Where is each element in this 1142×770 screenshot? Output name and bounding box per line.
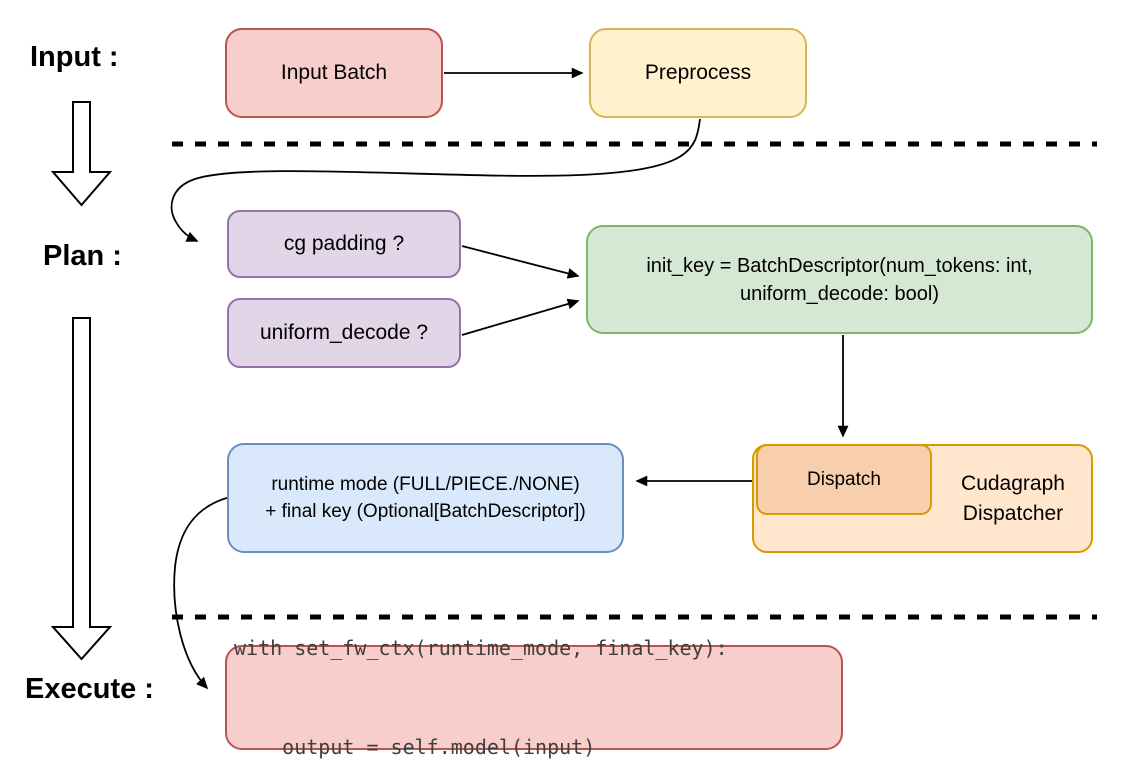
node-init-key: init_key = BatchDescriptor(num_tokens: i…: [586, 225, 1093, 334]
stage-label-execute: Execute :: [25, 673, 154, 705]
arrow-uniformdecode-to-initkey: [461, 298, 580, 336]
node-uniform-decode-label: uniform_decode ?: [259, 321, 429, 344]
node-preprocess-label: Preprocess: [644, 61, 752, 84]
stage-label-input: Input :: [30, 41, 119, 73]
execute-code-line2: output = self.model(input): [234, 734, 596, 759]
node-runtime-result-line1: runtime mode (FULL/PIECE./NONE): [271, 474, 580, 495]
node-preprocess: Preprocess: [589, 28, 807, 118]
node-init-key-line1: init_key = BatchDescriptor(num_tokens: i…: [646, 254, 1033, 277]
node-init-key-line2: uniform_decode: bool): [739, 282, 939, 305]
cudagraph-dispatcher-line1: Cudagraph: [961, 471, 1065, 495]
cudagraph-dispatcher-line2: Dispatcher: [962, 501, 1064, 525]
node-execute-code: with set_fw_ctx(runtime_mode, final_key)…: [225, 636, 843, 759]
node-input-batch: Input Batch: [225, 28, 443, 118]
arrow-cgpadding-to-initkey: [461, 245, 580, 279]
node-input-batch-label: Input Batch: [280, 61, 388, 84]
execute-code-line1: with set_fw_ctx(runtime_mode, final_key)…: [234, 635, 728, 660]
node-uniform-decode: uniform_decode ?: [227, 298, 461, 368]
node-cudagraph-dispatcher-label: Cudagraph Dispatcher: [933, 444, 1093, 553]
node-runtime-result-line2: + final key (Optional[BatchDescriptor]): [265, 501, 586, 522]
node-cg-padding-label: cg padding ?: [283, 232, 405, 255]
plan-stage-arrow: [50, 317, 113, 661]
stage-label-plan: Plan :: [43, 240, 122, 272]
node-dispatch-label: Dispatch: [807, 468, 881, 490]
node-cg-padding: cg padding ?: [227, 210, 461, 278]
node-dispatch: Dispatch: [756, 444, 932, 515]
arrow-runtime-to-execute: [173, 496, 231, 690]
node-runtime-result: runtime mode (FULL/PIECE./NONE) + final …: [227, 443, 624, 553]
input-stage-arrow: [50, 101, 113, 207]
arrow-preprocess-to-cgpadding: [170, 118, 701, 242]
